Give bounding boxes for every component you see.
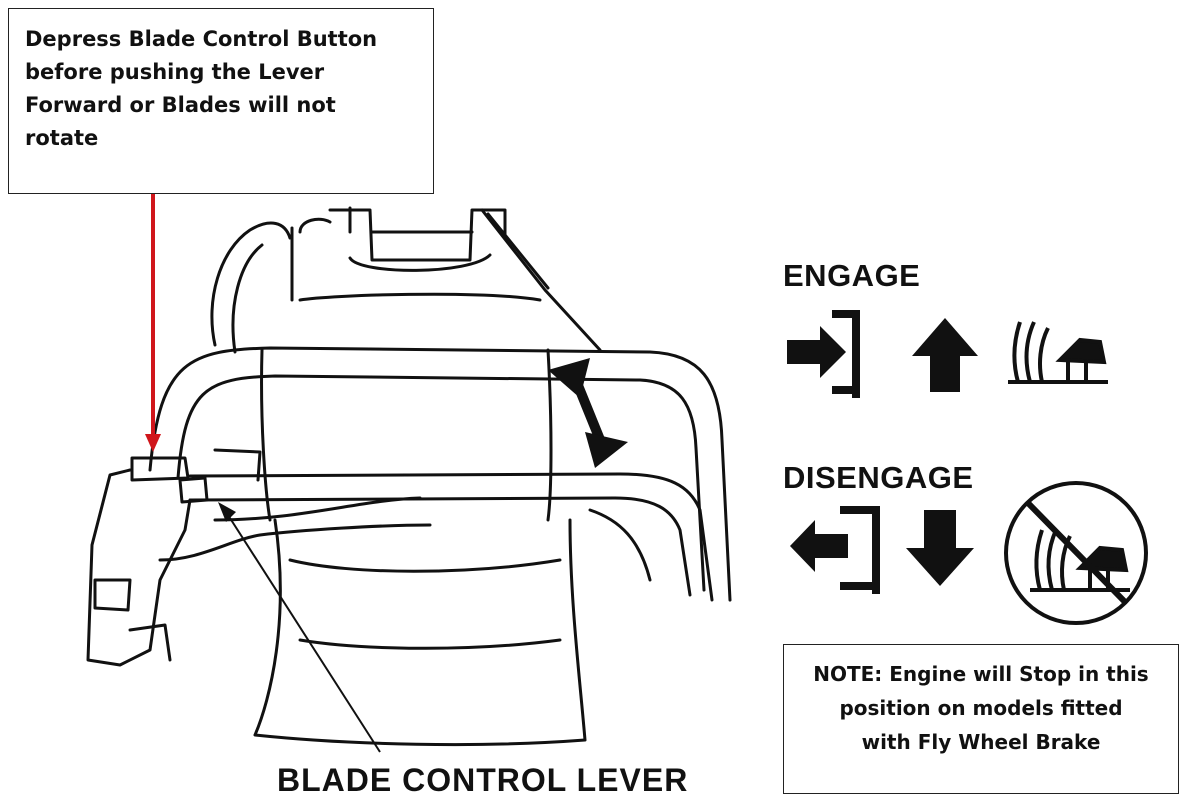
arrow-into-bracket-icon	[787, 310, 860, 398]
disengage-heading: DISENGAGE	[783, 460, 974, 495]
mower-illustration	[86, 206, 732, 747]
callout-line: before pushing the Lever	[25, 60, 325, 84]
callout-line: Depress Blade Control Button	[25, 27, 378, 51]
arrow-up-icon	[912, 318, 978, 392]
note-line: NOTE: Engine will Stop in this	[813, 662, 1149, 686]
blade-button-instruction-callout: Depress Blade Control Button before push…	[8, 8, 434, 194]
lever-motion-arrow	[548, 358, 628, 468]
engage-heading: ENGAGE	[783, 258, 921, 293]
blade-control-lever-caption: BLADE CONTROL LEVER	[277, 762, 689, 798]
callout-line: rotate	[25, 126, 99, 150]
red-pointer-arrow	[145, 194, 161, 452]
note-line: position on models fitted	[839, 696, 1123, 720]
note-line: with Fly Wheel Brake	[861, 730, 1101, 754]
engine-stop-note-callout: NOTE: Engine will Stop in this position …	[783, 644, 1179, 794]
lever-leader-line	[218, 502, 381, 753]
no-blade-grass-icon	[1004, 481, 1148, 625]
arrow-down-icon	[906, 510, 974, 586]
callout-line: Forward or Blades will not	[25, 93, 336, 117]
arrow-out-of-bracket-icon	[790, 506, 880, 594]
blade-grass-icon	[1008, 321, 1108, 384]
